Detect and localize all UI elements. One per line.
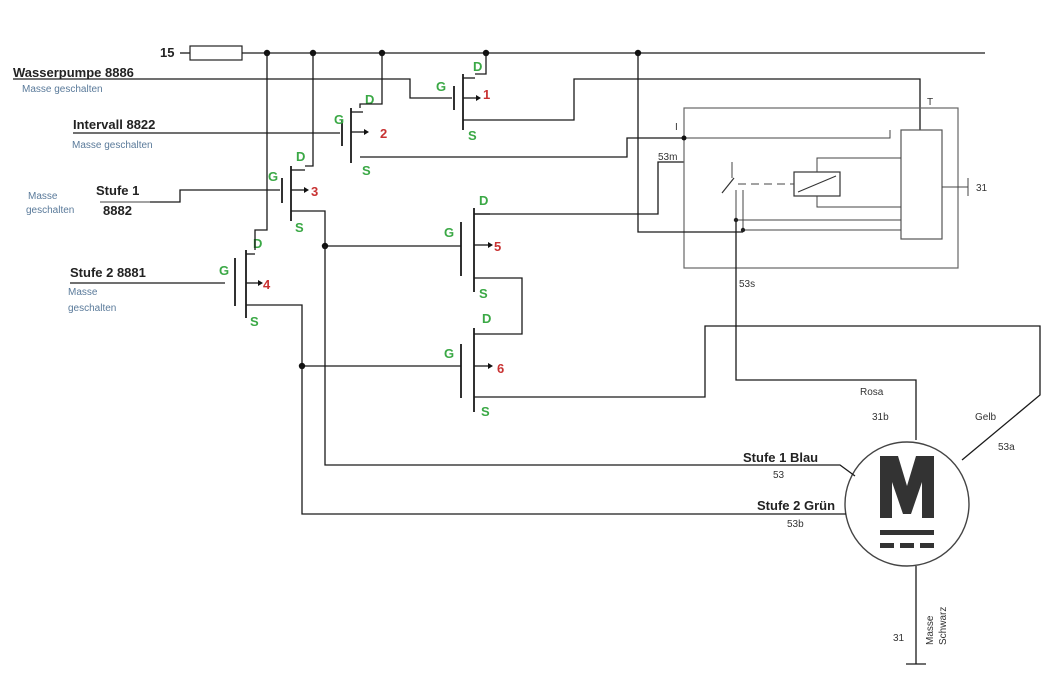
motor-stufe2-gruen: Stufe 2 Grün [757, 498, 835, 513]
t6-num: 6 [497, 361, 504, 376]
relay-53s: 53s [739, 279, 755, 290]
t5-s: S [479, 286, 488, 301]
relay-i: I [675, 122, 678, 133]
t2-s: S [362, 163, 371, 178]
input-wasserpumpe-sub: Masse geschalten [22, 84, 103, 95]
input-stufe2-sub2: geschalten [68, 303, 116, 314]
motor-31b: 31b [872, 412, 889, 423]
transistor-4: D G 4 S [219, 236, 271, 329]
t4-g: G [219, 263, 229, 278]
motor-rosa: Rosa [860, 387, 884, 398]
t3-g: G [268, 169, 278, 184]
motor-stufe1-blau: Stufe 1 Blau [743, 450, 818, 465]
motor-53b: 53b [787, 519, 804, 530]
t1-num: 1 [483, 87, 490, 102]
t6-g: G [444, 346, 454, 361]
motor-masse: Masse [925, 615, 936, 645]
transistor-1: D G 1 S [436, 59, 490, 143]
t2-g: G [334, 112, 344, 127]
motor-53a: 53a [998, 442, 1015, 453]
t2-num: 2 [380, 126, 387, 141]
input-stufe2-sub1: Masse [68, 287, 98, 298]
t5-d: D [479, 193, 488, 208]
motor-schwarz: Schwarz [938, 607, 949, 645]
input-stufe1-sub1: Masse [28, 191, 58, 202]
fuse [189, 45, 243, 61]
t1-g: G [436, 79, 446, 94]
t5-num: 5 [494, 239, 501, 254]
t6-d: D [482, 311, 491, 326]
t1-s: S [468, 128, 477, 143]
wiper-motor [844, 441, 970, 567]
motor-31: 31 [893, 633, 905, 644]
input-intervall-sub: Masse geschalten [72, 140, 153, 151]
t2-d: D [365, 92, 374, 107]
input-stufe2: Stufe 2 8881 [70, 265, 146, 280]
t3-d: D [296, 149, 305, 164]
t4-num: 4 [263, 277, 271, 292]
terminal-15-label: 15 [160, 45, 174, 60]
relay-module: T I 53m 31 53s [658, 97, 988, 290]
motor-m-symbol-icon [880, 456, 934, 548]
t4-s: S [250, 314, 259, 329]
transistor-6: D G 6 S [444, 311, 504, 419]
relay-31: 31 [976, 183, 988, 194]
relay-t: T [927, 97, 933, 108]
input-intervall: Intervall 8822 [73, 117, 155, 132]
t6-s: S [481, 404, 490, 419]
transistor-2: D G 2 S [334, 92, 387, 178]
t3-num: 3 [311, 184, 318, 199]
relay-53m: 53m [658, 152, 677, 163]
input-stufe1: Stufe 1 [96, 183, 139, 198]
transistor-3: D G 3 S [268, 149, 318, 235]
t3-s: S [295, 220, 304, 235]
input-stufe1-sub2: geschalten [26, 205, 74, 216]
t5-g: G [444, 225, 454, 240]
transistor-5: D G 5 S [444, 193, 501, 301]
motor-53: 53 [773, 470, 785, 481]
input-wasserpumpe: Wasserpumpe 8886 [13, 65, 134, 80]
input-stufe1-code: 8882 [103, 203, 132, 218]
t1-d: D [473, 59, 482, 74]
t4-d: D [253, 236, 262, 251]
motor-gelb: Gelb [975, 412, 997, 423]
